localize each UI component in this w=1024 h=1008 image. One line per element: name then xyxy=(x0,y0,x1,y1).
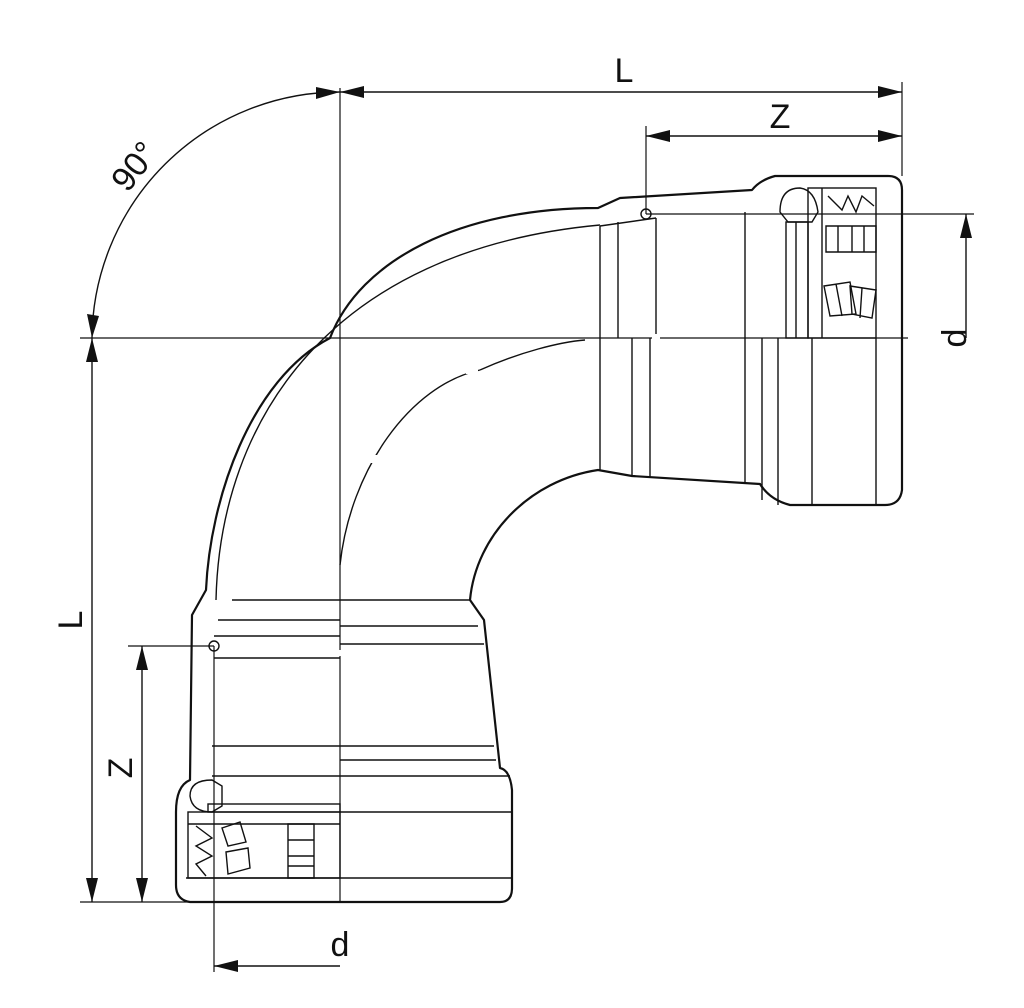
centerline-gap-2 xyxy=(652,334,660,344)
top-oring xyxy=(779,187,819,223)
dimension-top-length: L xyxy=(340,52,902,98)
left-axis-marker xyxy=(208,640,220,652)
centerline-gap-4 xyxy=(466,366,478,374)
bottom-grip-teeth-2 xyxy=(221,821,251,875)
bottom-grip-cavity xyxy=(187,811,341,879)
inner-bend-line-2 xyxy=(479,339,586,371)
inner-bend-line xyxy=(339,369,481,566)
top-grip-teeth-2 xyxy=(823,281,877,319)
dim-label-left-length: L xyxy=(52,611,90,630)
dim-label-right-diameter: d xyxy=(936,329,974,348)
centerline-gap-1 xyxy=(334,650,346,656)
bottom-oring xyxy=(189,779,223,813)
dim-label-angle: 90° xyxy=(104,135,166,199)
bottom-grip-teeth-1 xyxy=(194,825,214,877)
top-axis-marker xyxy=(640,208,652,220)
dim-label-top-length: L xyxy=(615,52,634,90)
dim-label-left-insert: Z xyxy=(102,758,140,779)
dimension-angle: 90° xyxy=(87,87,341,339)
dim-label-bottom-diameter: d xyxy=(331,926,350,964)
elbow-body xyxy=(174,174,904,904)
dimension-left-insert: Z xyxy=(102,646,148,902)
bottom-ring-slot xyxy=(207,803,341,813)
dimension-right-diameter: d xyxy=(936,214,974,347)
centerline-gap-3 xyxy=(366,455,378,463)
top-grip-teeth-1 xyxy=(825,194,877,253)
top-ring-slot xyxy=(785,221,809,339)
bottom-grip-teeth-3 xyxy=(287,823,315,879)
outer-contour xyxy=(174,174,904,904)
dimension-left-length: L xyxy=(52,338,98,902)
dimension-bottom-diameter: d xyxy=(214,926,349,972)
dimension-top-insert: Z xyxy=(646,98,902,142)
dim-label-top-insert: Z xyxy=(770,98,791,136)
outer-bend-line xyxy=(215,224,601,601)
